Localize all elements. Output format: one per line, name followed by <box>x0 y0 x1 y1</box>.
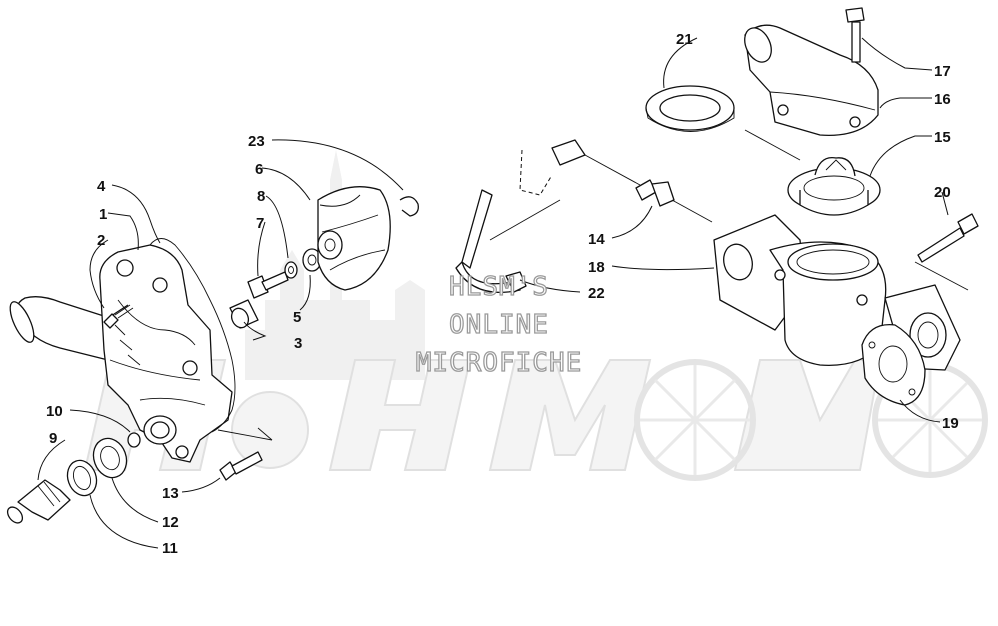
watermark-line-2: ONLINE <box>448 309 549 340</box>
gasket-19 <box>861 324 926 406</box>
clamp-22 <box>455 189 527 294</box>
impeller-6 <box>317 186 391 291</box>
bolt-17 <box>845 7 865 63</box>
bushing-3 <box>229 299 259 329</box>
callout-21[interactable]: 21 <box>676 31 693 48</box>
callout-10[interactable]: 10 <box>46 403 63 420</box>
screw-13 <box>219 451 263 481</box>
callout-12[interactable]: 12 <box>162 514 179 531</box>
thermostat-cover-16 <box>744 24 879 136</box>
callout-7[interactable]: 7 <box>256 215 264 232</box>
callout-15[interactable]: 15 <box>934 129 951 146</box>
callout-labels: 1 2 3 4 5 6 7 8 9 10 11 12 13 14 15 16 1… <box>46 31 959 557</box>
water-pump-housing <box>9 244 233 463</box>
washer-10 <box>127 432 141 448</box>
callout-14[interactable]: 14 <box>588 231 605 248</box>
callout-2[interactable]: 2 <box>97 232 105 249</box>
callout-22[interactable]: 22 <box>588 285 605 302</box>
thermostat-housing-18 <box>713 214 961 371</box>
callout-5[interactable]: 5 <box>293 309 301 326</box>
callout-8[interactable]: 8 <box>257 188 265 205</box>
screw-2 <box>103 304 134 329</box>
nipple-14 <box>635 179 713 223</box>
bolt-20 <box>914 213 979 291</box>
callout-23[interactable]: 23 <box>248 133 265 150</box>
callout-16[interactable]: 16 <box>934 91 951 108</box>
pump-gasket <box>149 238 236 433</box>
thermostat-15 <box>787 156 881 216</box>
seal-ring-21 <box>645 85 735 132</box>
callout-20[interactable]: 20 <box>934 184 951 201</box>
callout-18[interactable]: 18 <box>588 259 605 276</box>
callout-1[interactable]: 1 <box>99 206 107 223</box>
callout-4[interactable]: 4 <box>97 178 106 195</box>
watermark-line-3: MICROFICHE <box>415 347 583 378</box>
callout-17[interactable]: 17 <box>934 63 951 80</box>
callout-9[interactable]: 9 <box>49 430 57 447</box>
washer-8 <box>284 261 298 279</box>
callout-13[interactable]: 13 <box>162 485 179 502</box>
leader-lines <box>37 37 949 549</box>
seal-12 <box>92 437 128 479</box>
callout-6[interactable]: 6 <box>255 161 263 178</box>
fitting-9 <box>6 479 71 524</box>
callout-19[interactable]: 19 <box>942 415 959 432</box>
callout-11[interactable]: 11 <box>162 540 178 557</box>
callout-3[interactable]: 3 <box>294 335 302 352</box>
circlip-23 <box>399 196 419 217</box>
bolt-7 <box>247 271 289 299</box>
watermark-line-1: HLSM'S <box>448 271 549 302</box>
